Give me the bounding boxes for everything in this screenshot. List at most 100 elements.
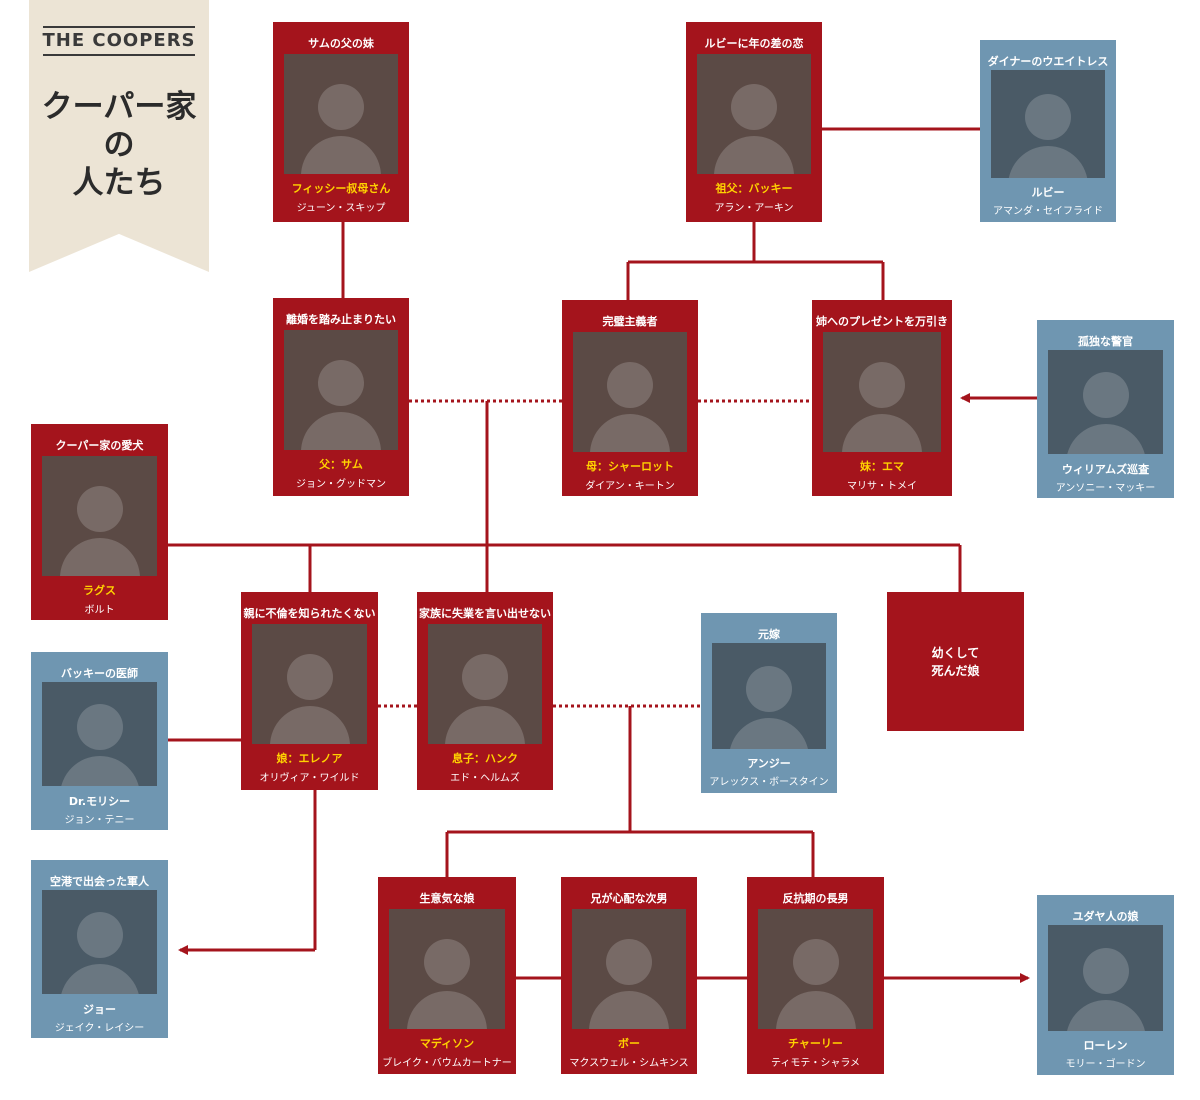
card-photo	[1048, 350, 1163, 454]
portrait-icon	[842, 362, 922, 452]
card-photo	[389, 909, 505, 1029]
card-actor-name: マリサ・トメイ	[847, 481, 917, 492]
card-role: 空港で出会った軍人	[50, 875, 149, 888]
card-photo	[758, 909, 873, 1029]
card-character-name: 父：サム	[319, 458, 363, 471]
card-role: 姉へのプレゼントを万引き	[816, 315, 948, 328]
card-role: ダイナーのウエイトレス	[987, 55, 1109, 68]
card-actor-name: アラン・アーキン	[714, 203, 794, 214]
card-character-name: マディソン	[419, 1037, 475, 1050]
card-role: 離婚を踏み止まりたい	[286, 313, 396, 326]
card-williams: 孤独な警官 ウィリアムズ巡査 アンソニー・マッキー	[1037, 320, 1174, 498]
card-charlotte: 完璧主義者 母：シャーロット ダイアン・キートン	[562, 300, 698, 496]
card-character-name: 息子：ハンク	[452, 752, 518, 765]
card-role: ユダヤ人の娘	[1072, 910, 1139, 923]
card-role: バッキーの医師	[61, 667, 138, 680]
card-role: サムの父の妹	[308, 37, 374, 50]
card-actor-name: モリー・ゴードン	[1065, 1059, 1146, 1070]
card-photo	[284, 54, 398, 174]
card-role: ルビーに年の差の恋	[704, 37, 804, 50]
card-actor-name: ボルト	[84, 605, 115, 616]
card-character-name: 祖父：バッキー	[715, 182, 793, 195]
card-character-name: 娘：エレノア	[276, 752, 343, 765]
card-rags: クーパー家の愛犬 ラグス ボルト	[31, 424, 168, 620]
card-bo: 兄が心配な次男 ボー マクスウェル・シムキンス	[561, 877, 697, 1074]
card-photo	[252, 624, 367, 744]
portrait-icon	[1065, 372, 1146, 454]
card-character-name: ウィリアムズ巡査	[1061, 463, 1150, 476]
card-photo	[823, 332, 941, 452]
card-character-name: ラグス	[83, 584, 116, 597]
card-role: 反抗期の長男	[782, 892, 849, 905]
banner-rule-bottom	[43, 54, 195, 56]
card-photo	[428, 624, 542, 744]
card-role: 元嫁	[758, 628, 780, 641]
card-role: クーパー家の愛犬	[55, 439, 144, 452]
card-character-name: 母：シャーロット	[586, 460, 674, 473]
card-photo	[572, 909, 686, 1029]
card-actor-name: オリヴィア・ワイルド	[259, 773, 360, 784]
portrait-icon	[729, 666, 809, 749]
banner-rule-top	[43, 26, 195, 28]
card-character-name: アンジー	[747, 757, 791, 770]
card-actor-name: ジェイク・レイシー	[54, 1023, 145, 1034]
card-character-name: チャーリー	[788, 1037, 843, 1050]
card-photo	[42, 456, 157, 576]
card-photo	[991, 70, 1105, 178]
card-role: 生意気な娘	[419, 892, 475, 905]
card-photo	[1048, 925, 1163, 1031]
card-sam: 離婚を踏み止まりたい 父：サム ジョン・グッドマン	[273, 298, 409, 496]
card-fishy: サムの父の妹 フィッシー叔母さん ジューン・スキップ	[273, 22, 409, 222]
card-actor-name: ジョン・グッドマン	[296, 479, 386, 490]
card-character-name: 妹：エマ	[860, 460, 904, 473]
card-eleanor: 親に不倫を知られたくない 娘：エレノア オリヴィア・ワイルド	[241, 592, 378, 790]
card-lauren: ユダヤ人の娘 ローレン モリー・ゴードン	[1037, 895, 1174, 1075]
dog-icon	[59, 486, 140, 576]
portrait-icon	[445, 654, 525, 744]
banner-english-title: THE COOPERS	[42, 30, 196, 51]
portrait-icon	[269, 654, 350, 744]
card-deceased-daughter-label: 幼くして 死んだ娘	[931, 645, 980, 678]
card-ruby: ダイナーのウエイトレス ルビー アマンダ・セイフライド	[980, 40, 1116, 222]
portrait-icon	[59, 704, 140, 786]
card-photo	[284, 330, 398, 450]
portrait-icon	[714, 84, 794, 174]
card-actor-name: マクスウェル・シムキンス	[569, 1058, 689, 1069]
card-hank: 家族に失業を言い出せない 息子：ハンク エド・ヘルムズ	[417, 592, 553, 790]
card-character-name: Dr.モリシー	[68, 795, 131, 808]
card-deceased-daughter: 幼くして 死んだ娘	[887, 592, 1024, 731]
card-photo	[42, 682, 157, 786]
portrait-icon	[407, 939, 487, 1029]
card-photo	[697, 54, 811, 174]
card-actor-name: エド・ヘルムズ	[450, 773, 520, 784]
card-role: 家族に失業を言い出せない	[419, 607, 551, 620]
card-bucky: ルビーに年の差の恋 祖父：バッキー アラン・アーキン	[686, 22, 822, 222]
card-character-name: ボー	[618, 1037, 640, 1050]
card-photo	[712, 643, 826, 749]
card-character-name: ジョー	[83, 1003, 116, 1016]
card-character-name: フィッシー叔母さん	[291, 182, 391, 195]
portrait-icon	[1065, 948, 1146, 1031]
card-actor-name: ブレイク・バウムカートナー	[382, 1058, 512, 1069]
card-angie: 元嫁 アンジー アレックス・ボースタイン	[701, 613, 837, 793]
card-actor-name: ジューン・スキップ	[296, 203, 386, 214]
portrait-icon	[590, 362, 670, 452]
card-role: 兄が心配な次男	[590, 892, 668, 905]
portrait-icon	[59, 912, 140, 994]
card-role: 孤独な警官	[1078, 335, 1133, 348]
banner-japanese-title: クーパー家 の 人たち	[41, 89, 197, 201]
card-role: 完璧主義者	[602, 315, 658, 328]
portrait-icon	[589, 939, 669, 1029]
card-actor-name: ジョン・テニー	[64, 815, 135, 826]
card-role: 親に不倫を知られたくない	[243, 607, 376, 620]
card-photo	[573, 332, 687, 452]
card-actor-name: アンソニー・マッキー	[1055, 483, 1156, 494]
portrait-icon	[1008, 94, 1088, 178]
card-actor-name: ティモテ・シャラメ	[770, 1058, 861, 1069]
card-character-name: ローレン	[1083, 1039, 1128, 1052]
portrait-icon	[775, 939, 856, 1029]
card-joe: 空港で出会った軍人 ジョー ジェイク・レイシー	[31, 860, 168, 1038]
card-character-name: ルビー	[1031, 186, 1065, 199]
card-emma: 姉へのプレゼントを万引き 妹：エマ マリサ・トメイ	[812, 300, 952, 496]
